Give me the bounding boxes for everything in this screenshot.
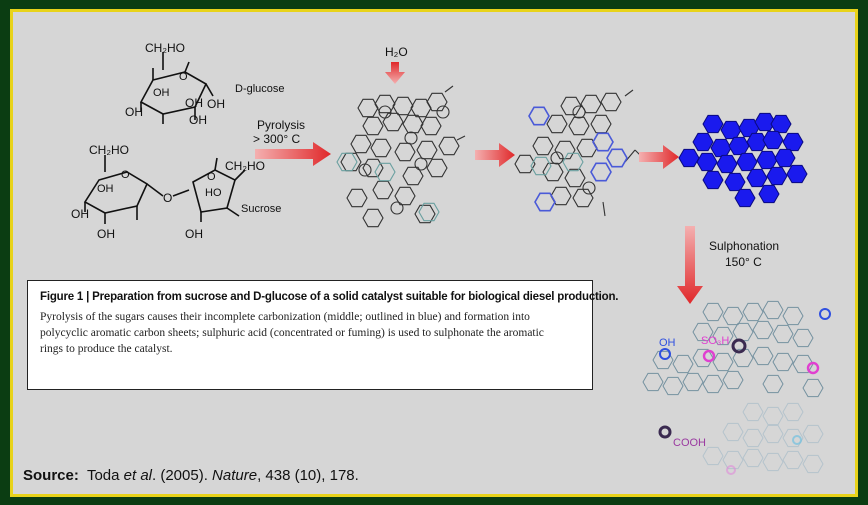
sulphonation-arrow (677, 226, 703, 304)
source-etal: et al (123, 467, 152, 484)
ch2ho-label-3: CH₂HO (225, 159, 265, 173)
svg-text:OH: OH (97, 227, 115, 241)
pyrolysis-temp-label: > 300° C (253, 132, 300, 146)
svg-text:OH: OH (207, 97, 225, 111)
svg-text:O: O (179, 71, 188, 83)
figure-caption: Figure 1 | Preparation from sucrose and … (27, 280, 619, 390)
reaction-scheme: CH₂HO O OH OH OH OH OH D-glucose CH₂HO O… (71, 41, 831, 475)
aromatic-carbon-sheet (678, 112, 808, 208)
carbonized-structure-blue-outlined (514, 89, 644, 217)
h2o-arrow (385, 62, 405, 84)
source-journal: Nature (212, 467, 258, 484)
source-citation: Source: Toda et al. (2005). Nature, 438 … (23, 467, 359, 484)
caption-body: Pyrolysis of the sugars causes their inc… (40, 309, 580, 357)
svg-text:OH: OH (185, 96, 203, 110)
aromatization-arrow (639, 145, 679, 169)
ch2ho-label-1: CH₂HO (145, 41, 185, 55)
svg-text:OH: OH (71, 207, 89, 221)
svg-text:OH: OH (125, 105, 143, 119)
caption-line-1: Pyrolysis of the sugars causes their inc… (40, 311, 530, 323)
svg-text:HO: HO (205, 187, 222, 199)
cooh-group-label: COOH (673, 437, 706, 449)
sucrose-label: Sucrose (241, 203, 281, 215)
svg-text:OH: OH (97, 183, 114, 195)
svg-text:OH: OH (153, 87, 170, 99)
svg-text:O: O (163, 191, 172, 205)
sulphonation-label: Sulphonation (709, 239, 779, 253)
sulphonation-temp-label: 150° C (725, 255, 762, 269)
svg-text:O: O (121, 169, 130, 181)
caption-line-2: polycyclic aromatic carbon sheets; sulph… (40, 327, 544, 339)
d-glucose-label: D-glucose (235, 83, 285, 95)
svg-text:OH: OH (185, 227, 203, 241)
carbonized-structure (340, 85, 466, 228)
source-authors: Toda (86, 467, 124, 484)
figure-panel: CH₂HO O OH OH OH OH OH D-glucose CH₂HO O… (10, 9, 858, 497)
d-glucose-structure (139, 52, 214, 124)
sucrose-structure (83, 155, 246, 224)
svg-text:O: O (207, 171, 216, 183)
carbonization-arrow (475, 143, 515, 167)
h2o-label: H₂O (385, 45, 408, 59)
caption-title: Figure 1 | Preparation from sucrose and … (40, 291, 619, 303)
caption-line-3: rings to produce the catalyst. (40, 343, 173, 355)
source-label: Source: (23, 467, 79, 484)
pyrolysis-label: Pyrolysis (257, 118, 305, 132)
so3h-group-label: SO₃H (701, 335, 729, 347)
oh-group-label: OH (659, 337, 676, 349)
svg-text:OH: OH (189, 113, 207, 127)
source-rest: , 438 (10), 178. (257, 467, 359, 484)
ch2ho-label-2: CH₂HO (89, 143, 129, 157)
pyrolysis-arrow (255, 142, 331, 166)
source-year: . (2005). (152, 467, 213, 484)
